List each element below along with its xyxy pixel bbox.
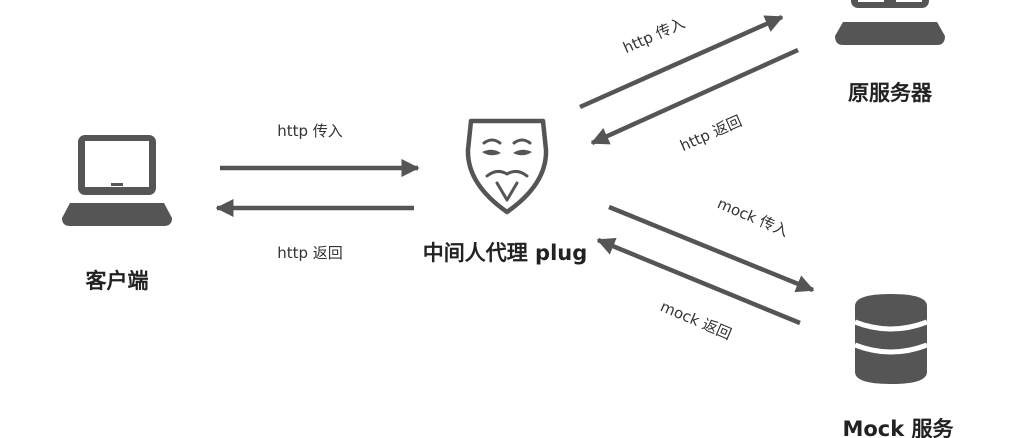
- client-out-label: http 返回: [277, 244, 343, 262]
- origin-out-label: http 返回: [677, 112, 744, 155]
- origin-label: 原服务器: [848, 81, 933, 105]
- proxy-origin-edges: http 传入 http 返回: [579, 14, 799, 155]
- origin-in-arrow: [579, 14, 784, 110]
- mock-in-arrow: [608, 204, 815, 293]
- mask-icon: [465, 118, 549, 215]
- laptop-icon: [835, 0, 945, 45]
- mock-label: Mock 服务: [842, 417, 954, 438]
- mock-out-label: mock 返回: [658, 297, 735, 343]
- origin-in-label: http 传入: [620, 14, 687, 57]
- proxy-node: 中间人代理 plug: [423, 118, 588, 265]
- origin-out-arrow: [590, 47, 799, 146]
- database-icon: [854, 294, 928, 384]
- client-in-label: http 传入: [277, 122, 343, 140]
- laptop-icon: [62, 135, 172, 226]
- client-proxy-edges: http 传入 http 返回: [215, 122, 420, 262]
- mock-node: Mock 服务: [842, 294, 955, 438]
- mock-out-arrow: [596, 237, 801, 326]
- mock-in-label: mock 传入: [715, 194, 792, 240]
- client-label: 客户端: [86, 269, 149, 293]
- client-node: 客户端: [62, 135, 172, 293]
- proxy-label: 中间人代理 plug: [423, 241, 588, 265]
- proxy-mock-edges: mock 传入 mock 返回: [596, 194, 815, 343]
- origin-node: 原服务器: [835, 0, 945, 105]
